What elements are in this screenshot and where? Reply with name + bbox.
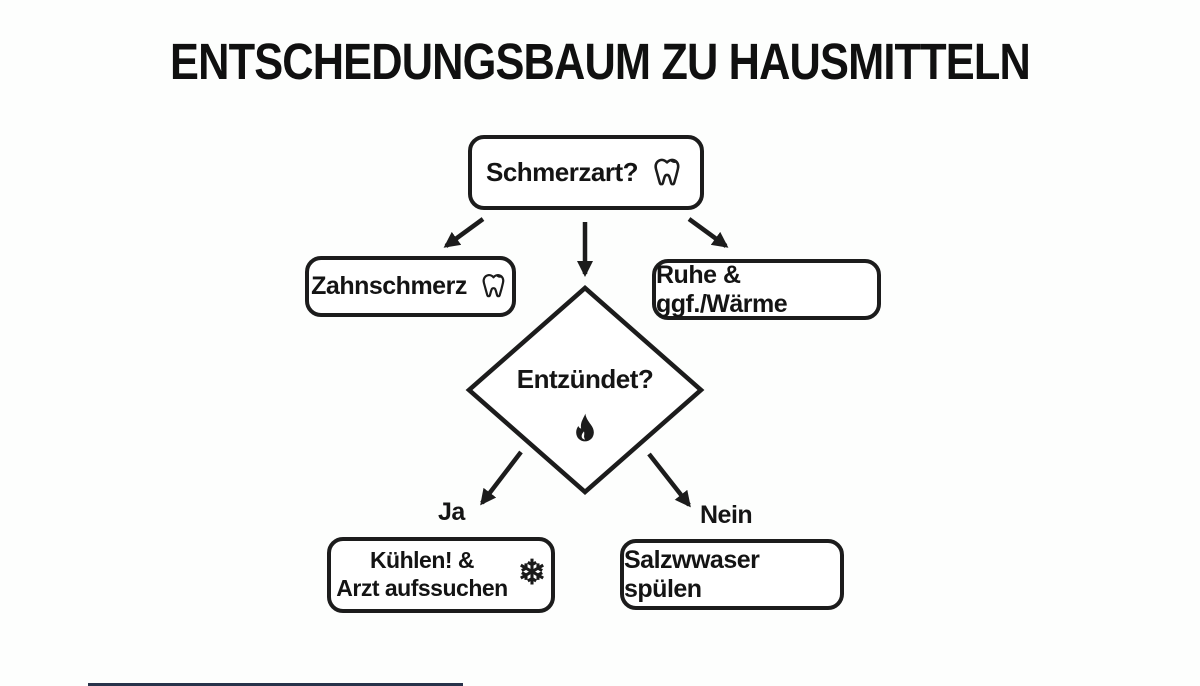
flame-icon — [576, 413, 594, 442]
footer-bar — [88, 683, 463, 686]
node-salzwasser-label: Salzwwaser spülen — [624, 545, 760, 603]
node-ruhe-waerme: Ruhe & ggf./Wärme — [652, 259, 881, 320]
node-kuehlen-arzt: Kühlen! & Arzt aufssuchen ❄ — [327, 537, 555, 613]
node-zahnschmerz: Zahnschmerz — [305, 256, 516, 317]
node-kuehlen-line1: Kühlen! & — [369, 547, 475, 574]
edge-root-to-right — [687, 217, 729, 248]
tooth-icon — [654, 158, 680, 185]
node-ruhe-waerme-label: Ruhe & ggf./Wärme — [656, 260, 788, 318]
edge-label-nein: Nein — [700, 501, 753, 529]
node-salzwasser: Salzwwaser spülen — [620, 539, 844, 610]
edge-root-to-left — [443, 217, 485, 248]
page-title: ENTSCHEDUNGSBAUM ZU HAUSMITTELN — [170, 33, 1031, 90]
edge-decision-yes — [480, 450, 523, 506]
decision-diamond — [465, 285, 705, 495]
edge-decision-no — [647, 452, 691, 508]
node-kuehlen-line2: Arzt aufssuchen — [336, 575, 508, 601]
snowflake-icon: ❄ — [517, 554, 547, 592]
node-schmerzart: Schmerzart? — [468, 135, 704, 210]
edge-label-ja: Ja — [438, 498, 465, 526]
node-zahnschmerz-label: Zahnschmerz — [311, 272, 467, 300]
decision-label: Entzündet? — [516, 364, 654, 394]
tooth-icon — [482, 274, 505, 298]
node-schmerzart-label: Schmerzart? — [486, 157, 639, 187]
